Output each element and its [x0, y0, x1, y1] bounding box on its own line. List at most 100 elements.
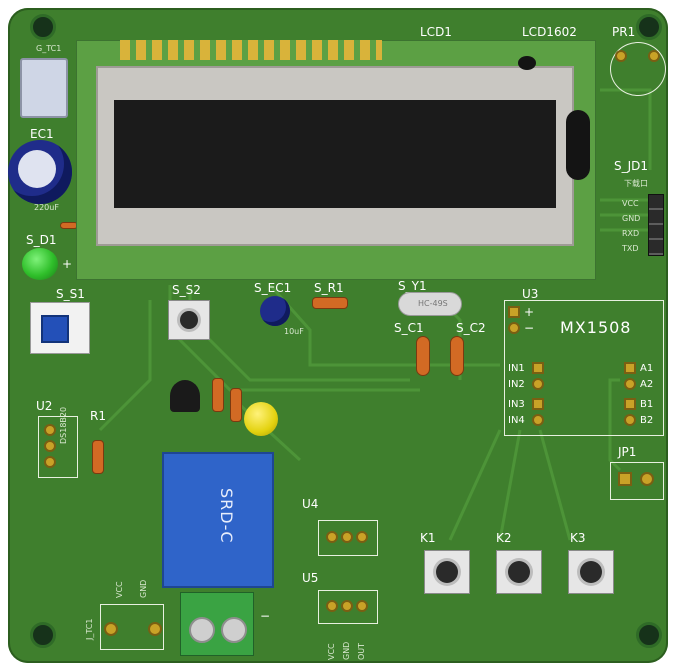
mounting-hole-top-right	[636, 14, 662, 40]
k2-button[interactable]	[496, 550, 542, 594]
s-y1-crystal-text: HC-49S	[418, 299, 448, 308]
u2-pad-1	[44, 424, 56, 436]
u3-chip-label: MX1508	[560, 318, 632, 337]
led-green	[22, 248, 58, 280]
s-c1-label: S_C1	[394, 321, 424, 335]
u5-outline	[318, 590, 378, 624]
u5-gnd: GND	[342, 641, 351, 660]
s-jd1-label: S_JD1	[614, 159, 649, 173]
s-r1-label: S_R1	[314, 281, 344, 295]
resistor-mid-2	[230, 388, 242, 422]
u5-out: OUT	[357, 642, 366, 660]
u2-pad-3	[44, 456, 56, 468]
lcd-mount-pad	[518, 56, 536, 70]
jd1-title: 下载口	[624, 179, 648, 188]
pr1-pad-1	[615, 50, 627, 62]
pr1-pad-2	[648, 50, 660, 62]
u4-pad-3	[356, 531, 368, 543]
lcd-model-label: LCD1602	[522, 25, 577, 39]
u3-out-pad-2	[624, 378, 636, 390]
u4-outline	[318, 520, 378, 556]
k1-button-cap[interactable]	[436, 561, 458, 583]
u3-in2: IN2	[508, 379, 525, 390]
u2-outline	[38, 416, 78, 478]
k3-button-cap[interactable]	[580, 561, 602, 583]
s-s2-button[interactable]	[168, 300, 210, 340]
lcd-header-pins	[120, 40, 382, 60]
u3-out-pad-1	[624, 362, 636, 374]
jd1-pin-header[interactable]	[648, 194, 664, 256]
j-tc1-vcc: VCC	[115, 581, 124, 598]
u3-power-pad-1	[508, 306, 520, 318]
k3-label: K3	[570, 531, 586, 545]
u3-label: U3	[522, 287, 539, 301]
s-s1-switch-knob[interactable]	[41, 315, 69, 343]
ec1-capacitor-top	[18, 150, 56, 188]
s-c1-capacitor	[416, 336, 430, 376]
u3-b2: B2	[640, 415, 654, 426]
u5-pad-1	[326, 600, 338, 612]
u3-out-pad-4	[624, 414, 636, 426]
ec1-value: 220uF	[34, 203, 59, 212]
u3-a2: A2	[640, 379, 654, 390]
u5-label: U5	[302, 571, 319, 585]
k1-button[interactable]	[424, 550, 470, 594]
k2-label: K2	[496, 531, 512, 545]
u3-a1: A1	[640, 363, 654, 374]
s-s1-switch[interactable]	[30, 302, 90, 354]
terminal-block[interactable]	[180, 592, 254, 656]
u3-minus: −	[524, 321, 535, 335]
u2-label: U2	[36, 399, 53, 413]
s-s2-button-cap[interactable]	[180, 311, 198, 329]
s-y1-label: S_Y1	[398, 279, 427, 293]
s-s1-label: S_S1	[56, 287, 85, 301]
u3-in-pad-3	[532, 398, 544, 410]
usb-connector	[20, 58, 68, 118]
s-s2-label: S_S2	[172, 283, 201, 297]
terminal-screw-2[interactable]	[221, 617, 247, 643]
jd1-rxd: RXD	[622, 229, 640, 238]
u3-plus: +	[524, 305, 535, 319]
u3-out-pad-3	[624, 398, 636, 410]
u4-pad-2	[341, 531, 353, 543]
transistor-q1	[170, 380, 200, 412]
pr1-label: PR1	[612, 25, 636, 39]
lcd-potentiometer	[566, 110, 590, 180]
relay-label: SRD-C	[217, 488, 236, 544]
u3-in-pad-1	[532, 362, 544, 374]
s-ec1-capacitor	[260, 296, 290, 326]
terminal-minus: −	[260, 609, 271, 623]
j-tc1-outline	[100, 604, 164, 650]
r1-label: R1	[90, 409, 106, 423]
s-y1-crystal	[398, 292, 462, 316]
j-tc1-pad-1	[104, 622, 118, 636]
u3-in3: IN3	[508, 399, 525, 410]
lcd-screen	[114, 100, 556, 208]
j-tc1-label: J_TC1	[85, 618, 94, 640]
u2-part: DS18B20	[59, 406, 68, 444]
u3-in1: IN1	[508, 363, 525, 374]
u3-power-pad-2	[508, 322, 520, 334]
s-c2-label: S_C2	[456, 321, 486, 335]
u3-in4: IN4	[508, 415, 525, 426]
jp1-outline	[610, 462, 664, 500]
s-d1-label: S_D1	[26, 233, 57, 247]
j-tc1-gnd: GND	[139, 579, 148, 598]
jp1-label: JP1	[618, 445, 637, 459]
lcd1-label: LCD1	[420, 25, 452, 39]
k2-button-cap[interactable]	[508, 561, 530, 583]
u5-pad-2	[341, 600, 353, 612]
mounting-hole-top-left	[30, 14, 56, 40]
u5-pad-3	[356, 600, 368, 612]
u2-pad-2	[44, 440, 56, 452]
jd1-gnd: GND	[622, 214, 641, 223]
u3-in-pad-4	[532, 414, 544, 426]
r1-resistor	[92, 440, 104, 474]
s-ec1-value: 10uF	[284, 327, 304, 336]
terminal-screw-1[interactable]	[189, 617, 215, 643]
jd1-vcc: VCC	[622, 199, 639, 208]
u5-vcc: VCC	[327, 643, 336, 660]
jp1-pad-1	[618, 472, 632, 486]
k3-button[interactable]	[568, 550, 614, 594]
u3-b1: B1	[640, 399, 654, 410]
